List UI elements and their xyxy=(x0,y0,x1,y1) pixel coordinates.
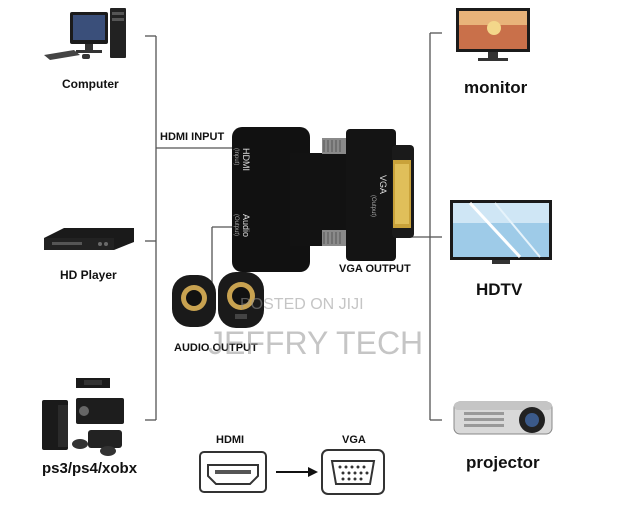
bottom-hdmi-label: HDMI xyxy=(216,434,245,446)
monitor-icon xyxy=(456,8,530,61)
source-label-computer: Computer xyxy=(62,77,119,91)
adapter-icon xyxy=(232,127,414,272)
port-vga-sub: (Output) xyxy=(370,195,376,217)
audio-output-label: AUDIO OUTPUT xyxy=(174,342,258,354)
vga-connector-icon xyxy=(321,449,385,495)
port-vga-text: VGA xyxy=(378,175,388,194)
source-label-hd-player: HD Player xyxy=(60,268,117,282)
hdtv-icon xyxy=(450,200,552,264)
computer-icon xyxy=(44,8,126,60)
hdmi-input-label: HDMI INPUT xyxy=(160,131,225,143)
port-audio-sub: (Output) xyxy=(233,214,239,236)
output-label-monitor: monitor xyxy=(464,78,528,97)
port-hdmi-text: HDMI xyxy=(241,148,251,171)
bottom-vga-label: VGA xyxy=(342,434,366,446)
port-hdmi-sub: (Input) xyxy=(233,148,239,165)
watermark-posted: POSTED ON JIJI xyxy=(240,296,364,313)
audio-line xyxy=(211,226,233,288)
output-bracket xyxy=(412,32,442,421)
source-bracket xyxy=(145,35,236,421)
game-console-icon xyxy=(42,378,124,456)
output-label-projector: projector xyxy=(466,453,540,472)
port-audio-text: Audio xyxy=(241,214,251,237)
output-label-hdtv: HDTV xyxy=(476,280,523,299)
dvd-player-icon xyxy=(44,228,134,250)
arrow-right-icon xyxy=(276,467,318,477)
watermark-seller: JEFFRY TECH xyxy=(208,325,424,361)
source-label-console: ps3/ps4/xobx xyxy=(42,460,138,477)
speakers-icon xyxy=(172,272,264,328)
projector-icon xyxy=(453,401,553,435)
hdmi-connector-icon xyxy=(199,451,267,493)
vga-output-label: VGA OUTPUT xyxy=(339,263,411,275)
